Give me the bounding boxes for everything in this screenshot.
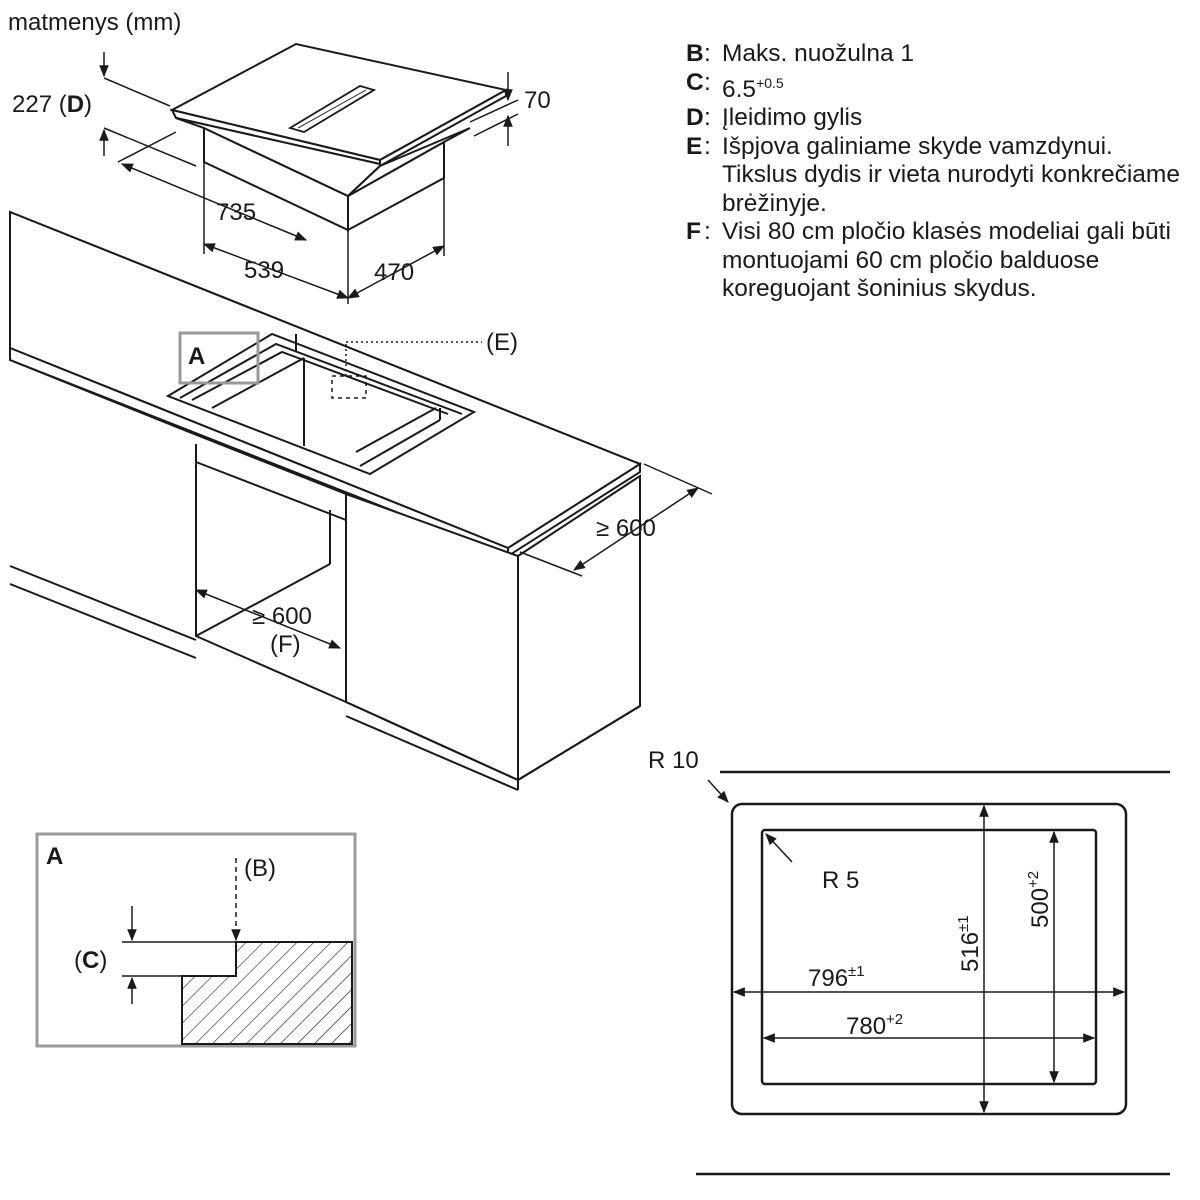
legend-key: C [686, 68, 704, 96]
outer-width-tol: ±1 [848, 963, 865, 980]
svg-text:796±1: 796±1 [808, 963, 865, 992]
legend-text: Visi 80 cm pločio klasės modeliai gali b… [722, 218, 1171, 303]
legend-item-d: D:Įleidimo gylis [686, 104, 1186, 133]
legend-text: 6.5 [722, 75, 757, 103]
svg-text:227 (D): 227 (D) [12, 91, 92, 118]
legend-item-b: B:Maks. nuožulna 1 [686, 40, 1186, 69]
svg-text:780+2: 780+2 [846, 1011, 903, 1040]
inner-width: 780 [846, 1013, 886, 1040]
cabinet-drawing [9, 210, 643, 791]
counter-depth-label: ≥ 600 [596, 515, 656, 542]
cabinet-width-dim [194, 589, 342, 649]
pipe-cutout-marker [331, 341, 482, 399]
outer-height: 516 [957, 932, 984, 972]
detail-a-panel [35, 832, 357, 1048]
legend-item-f: F:Visi 80 cm pločio klasės modeliai gali… [686, 218, 1186, 304]
c-close: ) [99, 947, 107, 974]
legend-key: E [686, 132, 703, 160]
depth-key: D [67, 91, 84, 118]
width-label: 735 [216, 199, 256, 226]
detail-a-marker-label: A [188, 343, 205, 370]
legend-key: F [686, 218, 701, 246]
thickness-label: 70 [524, 87, 551, 114]
outer-height-tol: ±1 [955, 915, 972, 932]
legend: B:Maks. nuožulna 1 C:6.5+0.5 D:Įleidimo … [686, 40, 1186, 304]
inner-radius: R 5 [822, 867, 859, 894]
svg-text:(C): (C) [74, 947, 107, 974]
legend-sup: +0.5 [756, 74, 784, 91]
cutout-note: (E) [486, 329, 518, 356]
c-open: ( [74, 947, 82, 974]
body-width-label: 539 [244, 257, 284, 284]
svg-text:500+2: 500+2 [1025, 871, 1054, 928]
cabinet-width-label: ≥ 600 [252, 603, 312, 630]
countertop-section [181, 941, 353, 1045]
inner-cutout [760, 828, 1098, 1086]
counter-depth-dim [519, 463, 713, 577]
hob-dimensions [99, 52, 519, 304]
legend-text: Maks. nuožulna 1 [722, 40, 915, 67]
b-label: (B) [244, 855, 276, 882]
depth-close: ) [84, 91, 92, 118]
units-label: matmenys (mm) [8, 9, 181, 36]
outer-width: 796 [808, 965, 848, 992]
svg-text:516±1: 516±1 [955, 915, 984, 972]
c-key: C [82, 947, 99, 974]
detail-a-marker [178, 331, 260, 385]
inner-height: 500 [1027, 888, 1054, 928]
legend-key: B [686, 40, 704, 67]
legend-text: Įleidimo gylis [722, 104, 863, 132]
legend-item-e: E:Išpjova galiniame skyde vamzdynui. Tik… [686, 133, 1186, 219]
legend-text: Išpjova galiniame skyde vamzdynui. Tiksl… [722, 132, 1180, 217]
depth-value: 227 ( [12, 91, 67, 118]
outer-cutout [730, 802, 1128, 1116]
hob-drawing [169, 42, 509, 232]
detail-a-title: A [46, 843, 63, 870]
countertop-cutout [165, 332, 477, 476]
cutout-plan [696, 770, 1170, 1176]
body-depth-label: 470 [374, 259, 414, 286]
cabinet-note: (F) [270, 631, 301, 658]
inner-width-tol: +2 [886, 1011, 903, 1028]
legend-key: D [686, 104, 704, 132]
inner-height-tol: +2 [1025, 871, 1042, 888]
legend-item-c: C:6.5+0.5 [686, 68, 784, 103]
outer-radius: R 10 [648, 747, 699, 774]
